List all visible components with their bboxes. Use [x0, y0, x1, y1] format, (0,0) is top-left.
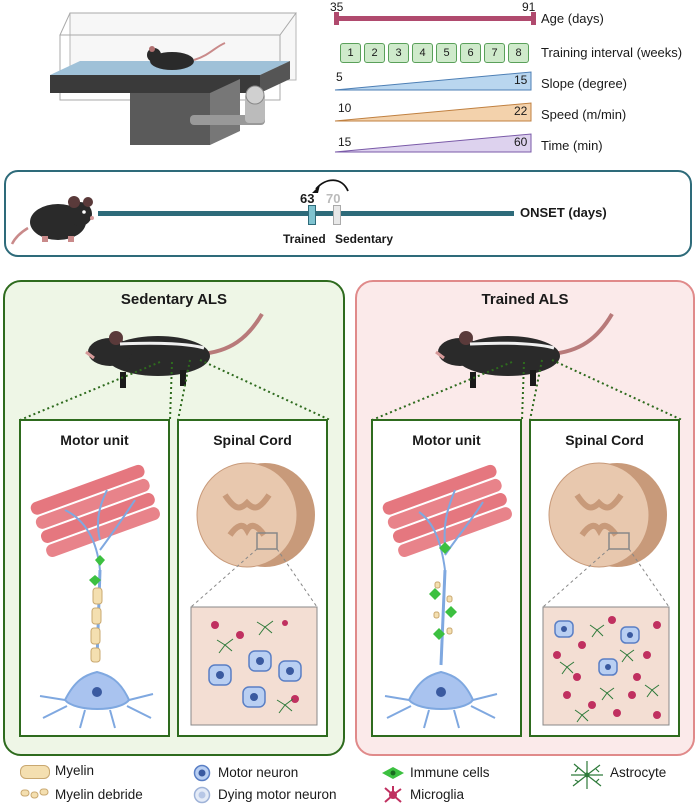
sedentary-panel-title: Sedentary ALS: [120, 291, 228, 308]
week-box: 1: [340, 43, 361, 63]
slope-label: Slope (degree): [541, 76, 627, 91]
week-box: 6: [460, 43, 481, 63]
trained-mouse: [435, 312, 614, 388]
treadmill-illustration: [50, 12, 297, 145]
trained-motor-unit-illustration: [382, 464, 512, 729]
speed-wedge: [334, 102, 532, 122]
sedentary-day: 70: [326, 191, 341, 206]
trained-day: 63: [300, 191, 315, 206]
week-box: 5: [436, 43, 457, 63]
legend-astrocyte-icon: [571, 761, 603, 789]
slope-wedge: [334, 71, 532, 91]
time-start: 15: [338, 135, 352, 149]
onset-box: [4, 170, 692, 257]
trained-connectors: [371, 359, 683, 420]
legend-motor-neuron-icon: [193, 764, 211, 782]
slope-start: 5: [336, 70, 343, 84]
week-box: 7: [484, 43, 505, 63]
legend-dying-motor-neuron-label: Dying motor neuron: [218, 787, 337, 802]
slope-end: 15: [514, 73, 528, 87]
legend-motor-neuron-label: Motor neuron: [218, 765, 299, 780]
sedentary-mouse: [85, 312, 264, 388]
legend-myelin-label: Myelin: [55, 763, 95, 778]
trained-motor-unit-title: Motor unit: [412, 432, 481, 448]
legend-immune-cells-icon: [382, 767, 404, 779]
speed-start: 10: [338, 101, 352, 115]
sedentary-marker: [333, 205, 341, 225]
trained-marker: [308, 205, 316, 225]
sedentary-motor-unit-illustration: [30, 464, 160, 729]
training-label: Training interval (weeks): [541, 45, 683, 60]
age-end: 91: [522, 0, 536, 14]
sedentary-motor-unit-title: Motor unit: [60, 432, 129, 448]
age-label: Age (days): [541, 11, 604, 26]
training-weeks: 1 2 3 4 5 6 7 8: [340, 43, 529, 63]
trained-spinal-cord-title: Spinal Cord: [565, 432, 644, 448]
age-bar: [336, 16, 535, 21]
age-start: 35: [330, 0, 344, 14]
legend-myelin-debris-label: Myelin debride: [55, 787, 143, 802]
time-wedge: [334, 133, 532, 153]
week-box: 8: [508, 43, 529, 63]
legend-myelin-debris-icon: [20, 788, 49, 799]
sedentary-spinal-cord-illustration: [190, 462, 318, 726]
shift-arrow: [312, 179, 349, 193]
trained-onset-label: Trained: [283, 232, 326, 246]
speed-end: 22: [514, 104, 528, 118]
week-box: 2: [364, 43, 385, 63]
sedentary-spinal-cord-title: Spinal Cord: [213, 432, 292, 448]
legend-microglia-icon: [384, 786, 402, 803]
week-box: 3: [388, 43, 409, 63]
onset-timeline: [98, 211, 514, 216]
sedentary-connectors: [19, 359, 331, 420]
legend-astrocyte-label: Astrocyte: [610, 765, 667, 780]
legend-immune-cells-label: Immune cells: [410, 765, 490, 780]
sedentary-onset-label: Sedentary: [335, 232, 394, 246]
legend-myelin-swatch: [20, 765, 50, 779]
time-label: Time (min): [541, 138, 603, 153]
mouse-icon: [10, 196, 94, 245]
legend-microglia-label: Microglia: [410, 787, 465, 802]
week-box: 4: [412, 43, 433, 63]
time-end: 60: [514, 135, 528, 149]
onset-label: ONSET (days): [520, 205, 607, 220]
trained-spinal-cord-illustration: [542, 462, 670, 726]
trained-panel-title: Trained ALS: [481, 291, 569, 308]
speed-label: Speed (m/min): [541, 107, 627, 122]
legend-dying-motor-neuron-icon: [193, 786, 211, 804]
